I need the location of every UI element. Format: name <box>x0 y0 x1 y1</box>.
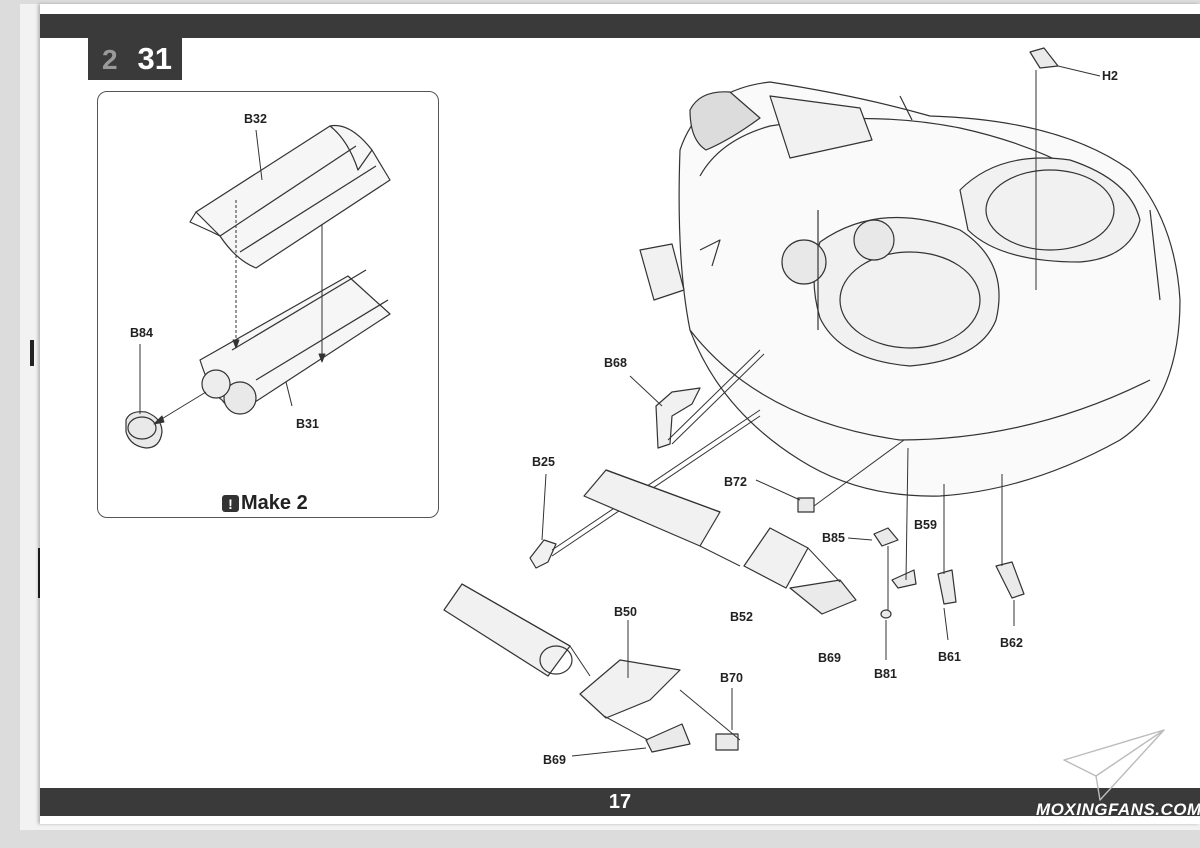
header-bar <box>40 14 1200 38</box>
part-b31-drawing <box>199 269 391 415</box>
part-b69-left-drawing <box>645 723 691 753</box>
footer-bar: 17 <box>40 788 1200 816</box>
binding-mark <box>38 548 41 598</box>
label-b69: B69 <box>818 651 841 665</box>
part-h2-drawing <box>1029 47 1059 69</box>
label-b62: B62 <box>1000 636 1023 650</box>
part-b81-drawing <box>880 609 892 619</box>
warning-icon: ! <box>222 495 239 512</box>
label-h2: H2 <box>1102 69 1118 83</box>
label-b70: B70 <box>720 671 743 685</box>
part-b70-drawing <box>715 733 739 751</box>
step-number: 31 <box>137 41 172 76</box>
part-b61-drawing <box>937 569 957 605</box>
part-b52-drawing <box>743 527 809 589</box>
part-b69-right-drawing <box>789 579 857 615</box>
binding-mark <box>30 340 34 366</box>
previous-step-number: 2 <box>102 44 118 75</box>
part-b62-drawing <box>995 561 1025 599</box>
part-b68-drawing <box>655 387 701 449</box>
label-b59: B59 <box>914 518 937 532</box>
part-b84-drawing <box>125 411 163 449</box>
assembly-leaders <box>541 65 1101 757</box>
label-b31: B31 <box>296 417 319 431</box>
watermark-text: MOXINGFANS.COM <box>1036 800 1200 819</box>
label-b72: B72 <box>724 475 747 489</box>
page-number: 17 <box>608 791 632 813</box>
label-b84: B84 <box>130 326 153 340</box>
part-b25-drawing <box>529 539 557 569</box>
label-b68: B68 <box>604 356 627 370</box>
part-box-lower-drawing <box>443 583 573 677</box>
part-b85-drawing <box>873 527 899 547</box>
label-b69: B69 <box>543 753 566 767</box>
make-note-text: Make 2 <box>241 492 308 514</box>
label-b52: B52 <box>730 610 753 624</box>
part-b59-drawing <box>891 569 917 589</box>
rods <box>551 349 765 557</box>
label-b85: B85 <box>822 531 845 545</box>
part-b72-drawing <box>797 497 815 513</box>
label-b61: B61 <box>938 650 961 664</box>
label-b25: B25 <box>532 455 555 469</box>
step-number-badge: 2 31 <box>88 38 182 80</box>
inset-leaders <box>139 129 326 425</box>
label-b50: B50 <box>614 605 637 619</box>
label-b81: B81 <box>874 667 897 681</box>
make-quantity-note: ! Make 2 <box>222 492 308 515</box>
part-b32-drawing <box>189 124 391 269</box>
part-box-upper-drawing <box>583 469 721 547</box>
part-b50-drawing <box>579 659 681 719</box>
turret-drawing <box>639 81 1181 497</box>
label-b32: B32 <box>244 112 267 126</box>
watermark-logo <box>1063 729 1165 801</box>
